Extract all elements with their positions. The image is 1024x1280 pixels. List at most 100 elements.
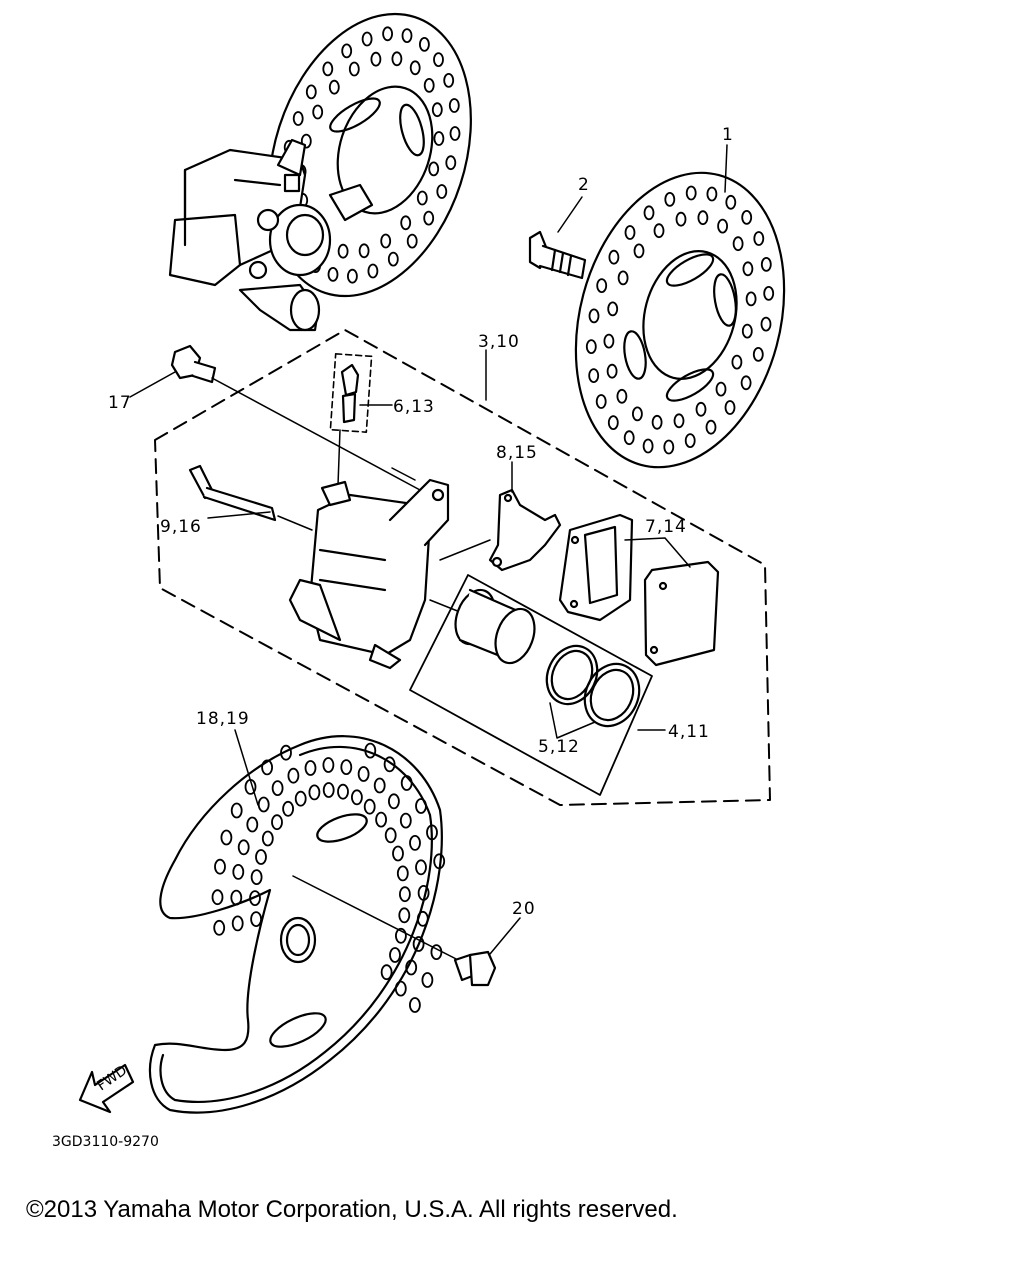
disc-hole: [327, 266, 339, 282]
disc-hole: [608, 249, 620, 265]
protector-hole: [246, 816, 259, 833]
protector-hole: [308, 784, 321, 801]
protector-hole: [271, 780, 284, 796]
disc-hole: [588, 368, 600, 384]
disc-bolt-part-2: [528, 230, 587, 280]
disc-hole: [731, 354, 743, 370]
disc-hole: [387, 251, 399, 267]
disc-hole: [763, 285, 775, 301]
disc-hole: [675, 211, 687, 227]
protector-hole: [421, 972, 434, 988]
caliper-pin-part-9: [188, 464, 277, 522]
disc-hole: [724, 400, 736, 415]
protector-hole: [389, 947, 401, 963]
protector-hole: [214, 858, 226, 875]
disc-hole: [300, 133, 312, 149]
disc-hole: [606, 363, 618, 379]
callout-17: 17: [108, 393, 132, 413]
protector-bolt-part-20: [453, 950, 497, 987]
disc-hole: [358, 243, 370, 259]
protector-hole: [213, 919, 226, 936]
callout-9-16: 9,16: [160, 517, 202, 537]
disc-hole: [684, 433, 696, 449]
piston-seal-part-5: [545, 644, 599, 706]
disc-hole: [740, 375, 752, 391]
protector-hole: [337, 783, 349, 800]
disc-hole: [588, 308, 600, 324]
callout-5-12: 5,12: [538, 737, 580, 757]
protector-hole: [230, 889, 243, 906]
disc-hole: [741, 323, 753, 339]
protector-hole: [426, 824, 438, 841]
disc-hole: [651, 414, 663, 430]
disc-hole: [443, 73, 455, 88]
protector-hole: [383, 756, 396, 773]
disc-hole: [400, 215, 412, 231]
protector-hole: [340, 759, 353, 775]
protector-hole: [363, 798, 376, 815]
caliper-assembly-boundary: [154, 329, 771, 806]
disc-hole: [760, 256, 772, 272]
disc-hole: [616, 388, 628, 404]
bleed-screw-box: [329, 353, 373, 433]
callout-2: 2: [578, 175, 590, 195]
disc-hole: [697, 210, 709, 226]
protector-hole: [400, 775, 413, 791]
disc-hole: [341, 43, 353, 59]
protector-hole: [287, 767, 300, 784]
protector-hole: [257, 796, 270, 813]
disc-hole: [322, 61, 334, 77]
protector-hole: [392, 845, 404, 862]
callout-18-19: 18,19: [196, 709, 250, 729]
disc-hole: [348, 61, 360, 77]
disc-hole: [423, 78, 435, 93]
disc-hole: [433, 52, 444, 67]
disc-hole: [732, 236, 744, 252]
brake-pad-outer: [643, 560, 720, 667]
disc-hole: [328, 79, 340, 95]
callout-8-15: 8,15: [496, 443, 538, 463]
protector-hole: [294, 790, 307, 807]
disc-hole: [391, 51, 403, 67]
protector-hole: [250, 911, 263, 927]
disc-hole: [607, 301, 619, 317]
disc-hole: [292, 111, 304, 126]
caliper-bolt-part-17: [170, 344, 217, 384]
bleed-screw-part-6: [340, 363, 360, 424]
protector-hole: [261, 830, 274, 847]
protector-hole: [237, 839, 250, 856]
disc-hole: [643, 205, 655, 221]
disc-hole: [423, 210, 435, 226]
protector-hole: [304, 760, 317, 776]
disc-hole: [370, 51, 382, 67]
dust-seal-part-4: [583, 662, 641, 728]
disc-hole: [449, 126, 461, 141]
disc-hole: [401, 28, 413, 43]
protector-hole: [249, 890, 261, 906]
brake-pad-inner: [558, 513, 634, 622]
protector-hole: [322, 782, 335, 798]
disc-hole: [753, 231, 765, 246]
disc-hole: [745, 291, 757, 307]
callout-3-10: 3,10: [478, 332, 520, 352]
disc-hole: [653, 223, 665, 239]
assembled-disc-illustration: [268, 12, 472, 298]
piston-seal-box: [409, 574, 653, 796]
disc-hole: [416, 190, 428, 206]
disc-hole: [673, 413, 685, 429]
protector-hole: [412, 936, 425, 952]
disc-hole: [715, 381, 727, 397]
protector-hole: [415, 798, 427, 814]
exploded-parts-diagram: 1 2 3,10 17 6,13 8,15 9,16 7,14 4,11 5,1…: [52, 12, 786, 1150]
disc-hole: [346, 268, 358, 284]
copyright-notice: ©2013 Yamaha Motor Corporation, U.S.A. A…: [26, 1196, 678, 1223]
disc-hole: [367, 263, 379, 279]
protector-hole: [387, 793, 400, 810]
piston: [454, 588, 536, 665]
disc-protector-part-18: [148, 735, 446, 1114]
disc-hole: [448, 98, 460, 113]
callout-4-11: 4,11: [668, 722, 710, 742]
protector-hole: [417, 885, 430, 901]
disc-hole: [428, 161, 440, 177]
disc-hole: [445, 155, 457, 171]
